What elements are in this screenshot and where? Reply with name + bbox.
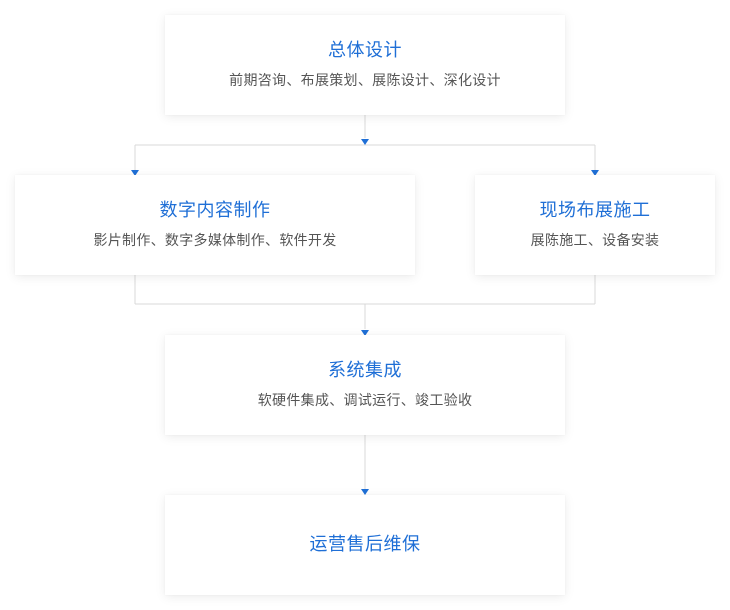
arrow-down-icon: [361, 330, 369, 336]
step-onsite-construction: 现场布展施工 展陈施工、设备安装: [475, 175, 715, 275]
step-title: 运营售后维保: [309, 534, 421, 555]
step-description: 展陈施工、设备安装: [530, 233, 660, 249]
step-title: 数字内容制作: [159, 200, 271, 221]
step-system-integration: 系统集成 软硬件集成、调试运行、竣工验收: [165, 335, 565, 435]
step-description: 前期咨询、布展策划、展陈设计、深化设计: [229, 73, 501, 89]
step-overall-design: 总体设计 前期咨询、布展策划、展陈设计、深化设计: [165, 15, 565, 115]
step-title: 现场布展施工: [539, 200, 651, 221]
arrow-down-icon: [131, 170, 139, 176]
step-digital-content: 数字内容制作 影片制作、数字多媒体制作、软件开发: [15, 175, 415, 275]
arrow-down-icon: [361, 139, 369, 145]
arrow-down-icon: [591, 170, 599, 176]
step-after-sales-service: 运营售后维保: [165, 495, 565, 595]
step-description: 影片制作、数字多媒体制作、软件开发: [93, 233, 337, 249]
step-title: 总体设计: [328, 40, 402, 61]
step-title: 系统集成: [328, 360, 402, 381]
step-description: 软硬件集成、调试运行、竣工验收: [257, 393, 473, 409]
arrow-down-icon: [361, 489, 369, 495]
